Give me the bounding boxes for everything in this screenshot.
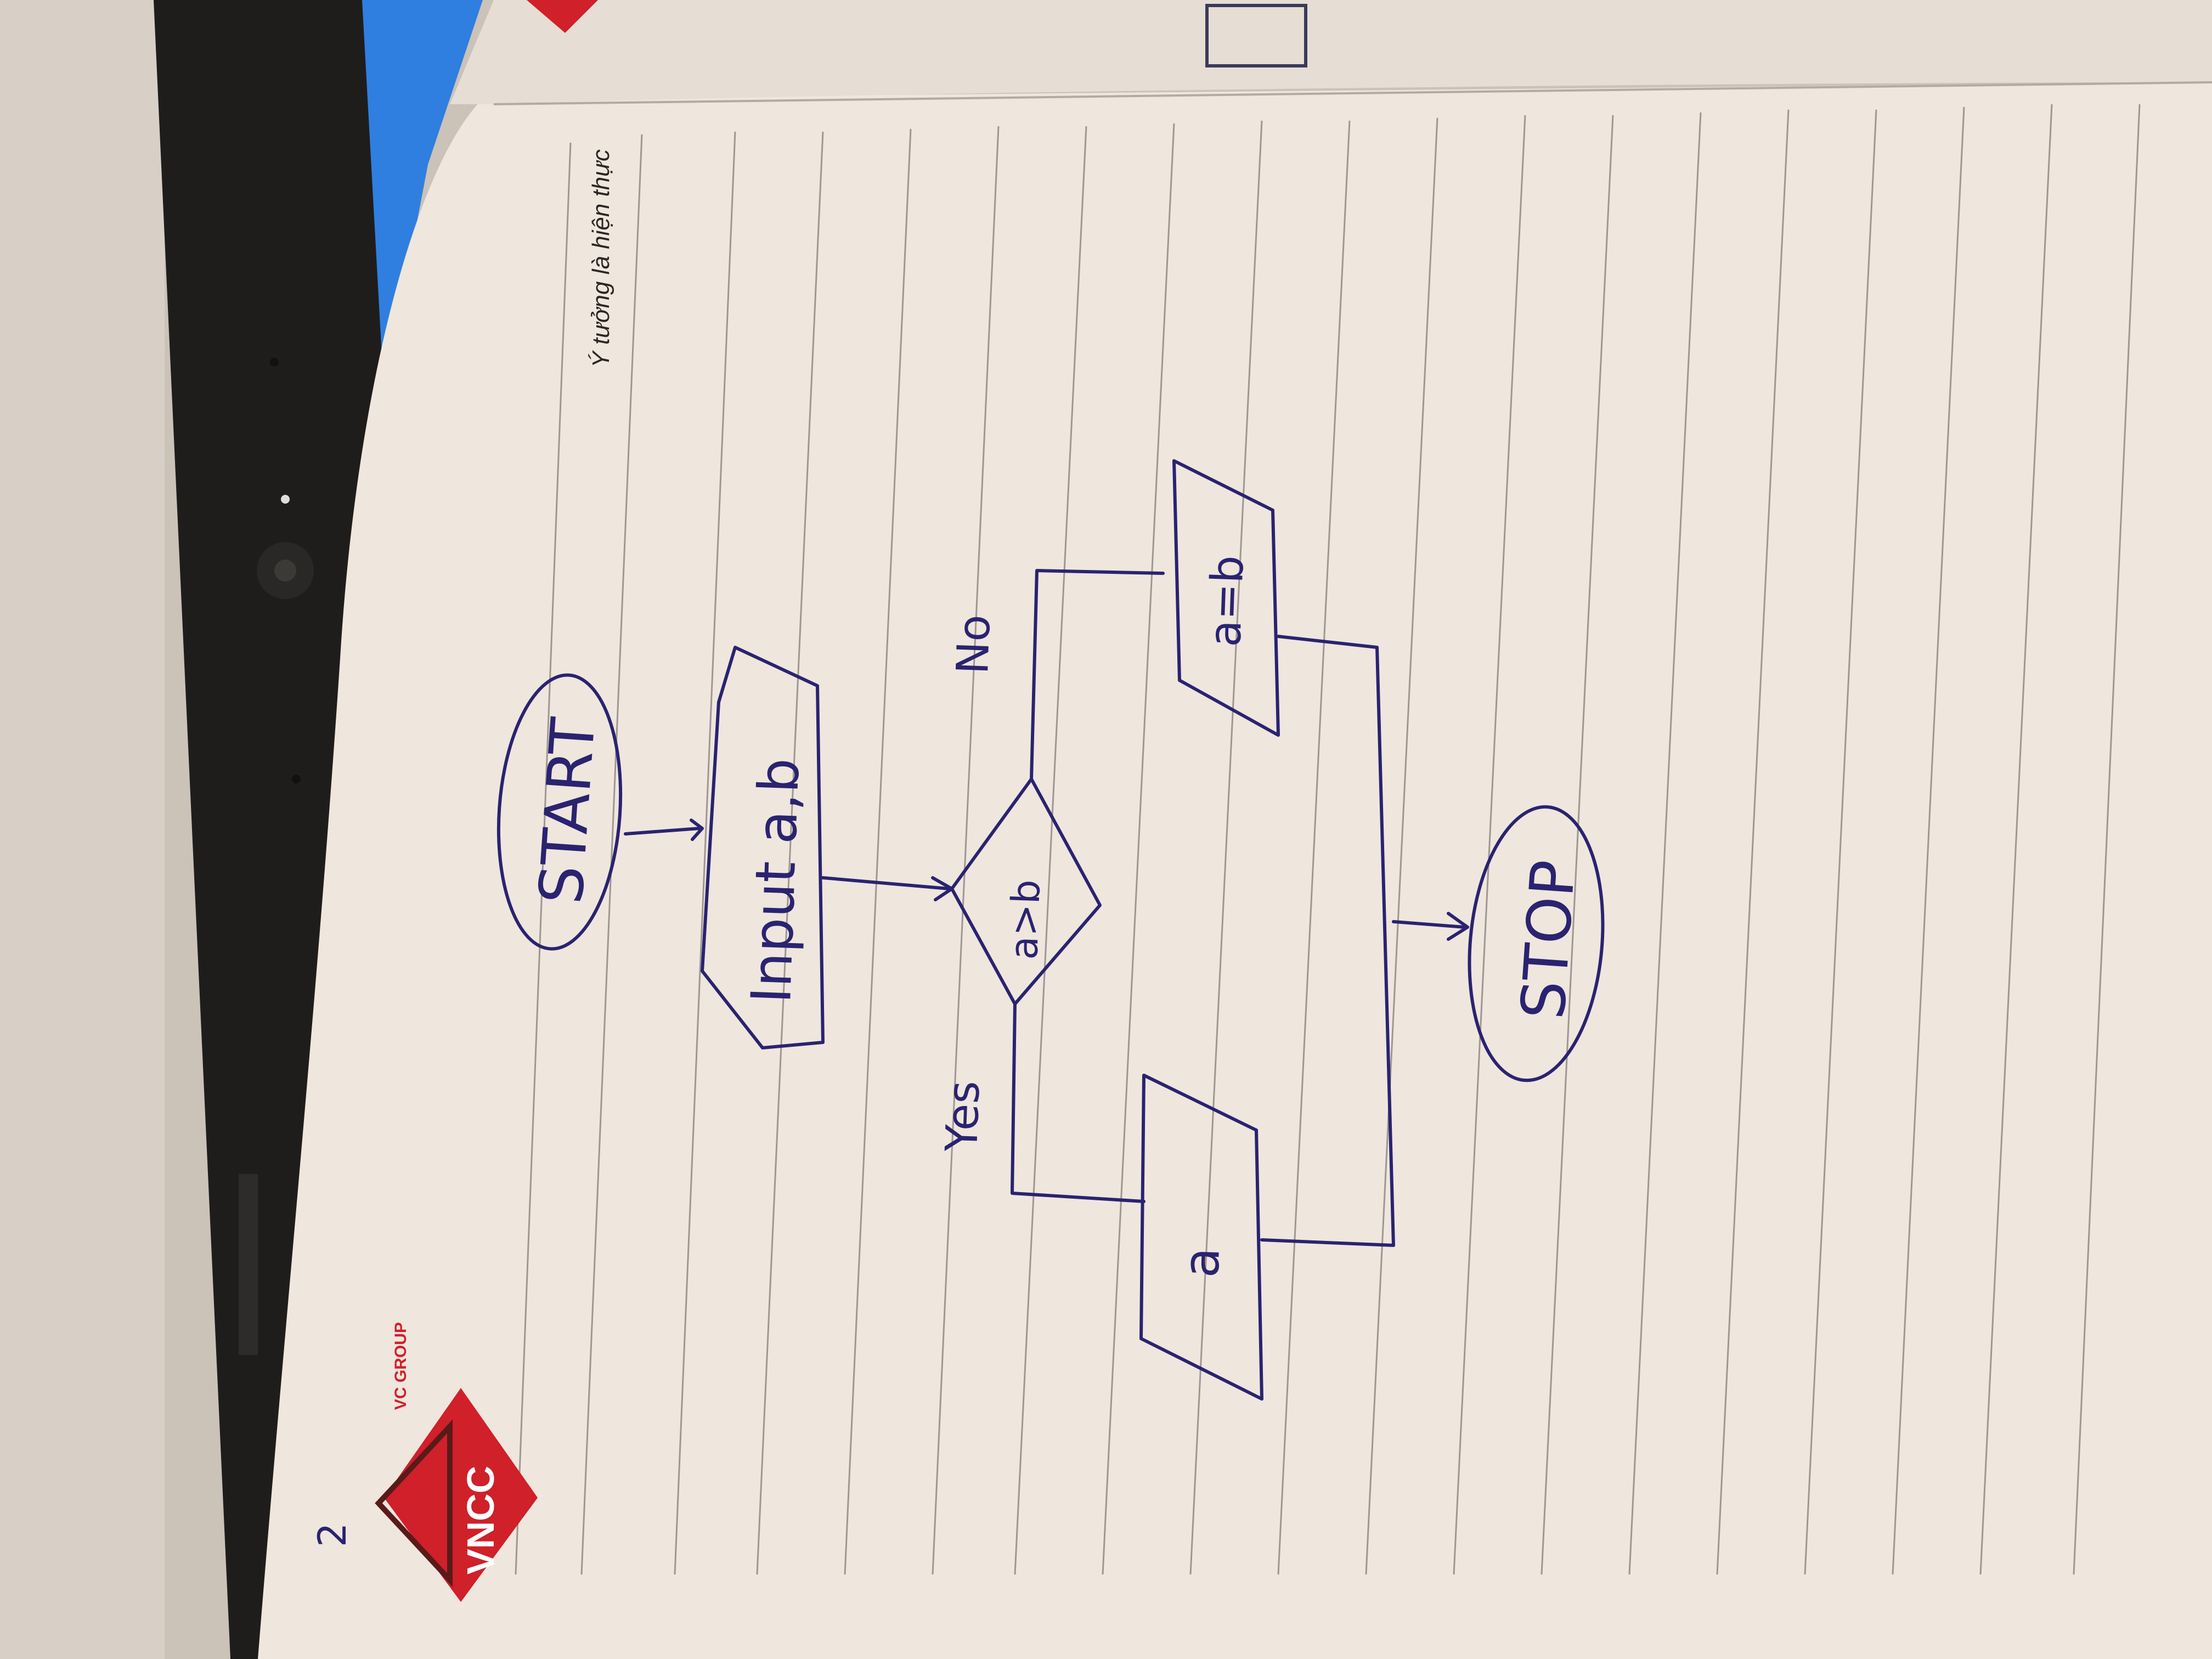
no-output-label: a=b: [1199, 555, 1254, 648]
no-label: No: [947, 614, 1000, 675]
input-label: Input a,b: [739, 757, 812, 1005]
decision-label: a>b: [1001, 879, 1049, 961]
logo-chevron: [375, 1419, 453, 1587]
yes-label: Yes: [936, 1080, 989, 1153]
sensor-dot-icon: [292, 775, 301, 783]
laptop-hinge: [239, 1174, 258, 1355]
sensor-dot-icon: [270, 358, 279, 366]
start-label: START: [526, 715, 608, 906]
notebook-next-page: [450, 0, 2212, 104]
arrow-start-to-input: [624, 827, 701, 836]
yes-output-parallelogram: [1139, 1074, 1263, 1401]
arrow-merge-to-stop: [1392, 920, 1466, 929]
stop-label: STOP: [1508, 858, 1589, 1022]
next-page-ink-fragment: [1205, 4, 1307, 67]
laptop-screen: [362, 0, 483, 395]
yes-branch-line: [1011, 1002, 1146, 1203]
page-edge: [493, 81, 2212, 105]
indicator-light-icon: [281, 495, 290, 504]
table-surface-left: [0, 0, 165, 1659]
webcam-lens-icon: [274, 560, 296, 582]
notebook-page: [258, 82, 2212, 1659]
no-output-parallelogram: [1172, 459, 1280, 737]
arrowhead: [1447, 912, 1469, 941]
decision-diamond: [950, 777, 1102, 1006]
yes-output-label: a: [1172, 1246, 1231, 1279]
arrow-input-to-decision: [821, 876, 951, 890]
stop-terminator: [1468, 805, 1605, 1082]
no-output-connector: [1277, 635, 1395, 1247]
flowchart: [496, 459, 1605, 1401]
logo-group: VC GROUP: [392, 1322, 410, 1410]
yes-output-connector: [1260, 1238, 1395, 1247]
no-branch-line: [1030, 569, 1165, 781]
vncc-logo: VNCC VC GROUP 2: [310, 1322, 538, 1602]
logo-brand: VNCC: [459, 1466, 502, 1575]
next-page-logo-fragment: [527, 0, 598, 33]
page-header: Ý tưởng là hiện thực: [588, 149, 614, 368]
start-terminator: [496, 673, 623, 951]
page-number: 2: [310, 1522, 355, 1547]
arrowhead: [690, 819, 704, 841]
input-parallelogram: [701, 646, 825, 1049]
ruled-lines: [515, 104, 2141, 1575]
